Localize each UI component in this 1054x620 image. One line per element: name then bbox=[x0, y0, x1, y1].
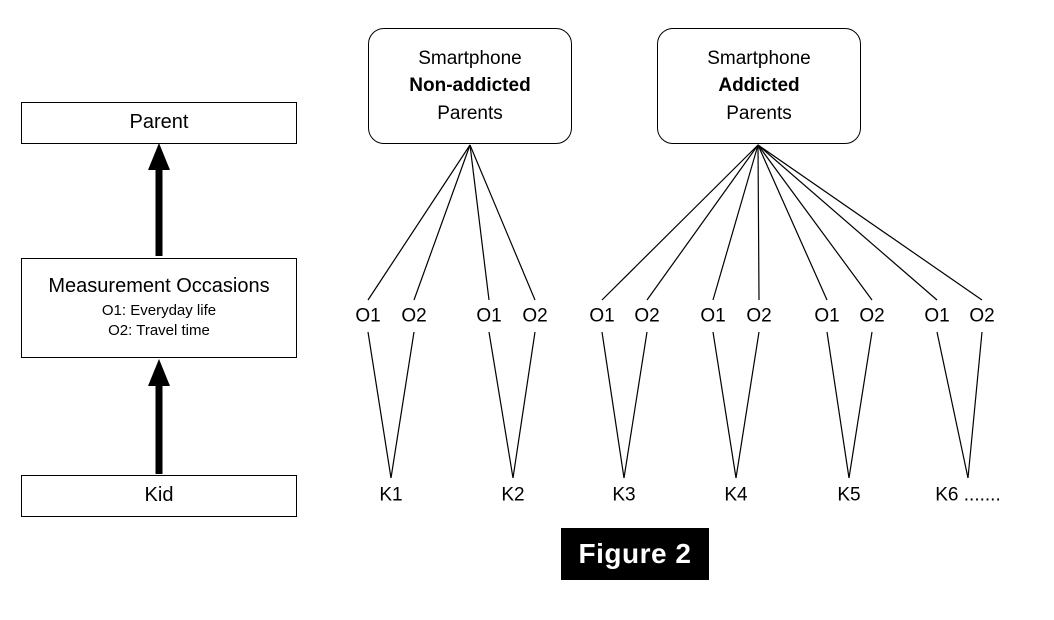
fan-line-addicted-K5-O2 bbox=[757, 144, 873, 301]
figure-caption: Figure 2 bbox=[561, 528, 709, 580]
kid-line-K2-O1 bbox=[488, 331, 514, 479]
kid-line-K5-O2 bbox=[848, 331, 873, 479]
kid-line-K1-O1 bbox=[367, 331, 392, 479]
kid-line-K3-O1 bbox=[601, 331, 625, 479]
kid-box: Kid bbox=[21, 475, 297, 517]
group-non-addicted-line3: Parents bbox=[437, 102, 503, 124]
fan-line-non-addicted-K1-O2 bbox=[413, 144, 471, 301]
measurement-occasions-title: Measurement Occasions bbox=[48, 275, 270, 298]
measurement-occasions-box: Measurement Occasions O1: Everyday life … bbox=[21, 258, 297, 358]
fan-line-non-addicted-K2-O1 bbox=[469, 144, 490, 301]
kid-to-measurement-arrowhead bbox=[148, 359, 170, 386]
measurement-to-parent-arrowhead bbox=[148, 143, 170, 170]
kid-line-K5-O1 bbox=[826, 331, 850, 479]
occasion-label-K5-O2: O2 bbox=[859, 305, 885, 327]
occasion-label-K2-O1: O1 bbox=[476, 305, 502, 327]
occasion-label-K4-O2: O2 bbox=[746, 305, 772, 327]
occasion-label-K6-O2: O2 bbox=[969, 305, 995, 327]
kid-box-title: Kid bbox=[144, 484, 174, 507]
fan-line-non-addicted-K2-O2 bbox=[469, 144, 536, 301]
occasion-label-K1-O2: O2 bbox=[401, 305, 427, 327]
group-box-addicted: Smartphone Addicted Parents bbox=[657, 28, 861, 144]
group-addicted-line1: Smartphone bbox=[707, 47, 811, 69]
fan-line-addicted-K6-O1 bbox=[757, 144, 938, 301]
fan-line-addicted-K4-O2 bbox=[757, 144, 760, 301]
fan-line-addicted-K6-O2 bbox=[757, 144, 983, 301]
occasion-label-K4-O1: O1 bbox=[700, 305, 726, 327]
kid-label-K1: K1 bbox=[379, 484, 403, 506]
kid-line-K6-O1 bbox=[936, 331, 969, 479]
group-non-addicted-line2: Non-addicted bbox=[409, 75, 531, 97]
kid-line-K4-O2 bbox=[735, 331, 760, 479]
occasion-label-K1-O1: O1 bbox=[355, 305, 381, 327]
fan-line-addicted-K4-O1 bbox=[712, 144, 759, 301]
kid-line-K1-O2 bbox=[390, 331, 415, 479]
occasion-label-K5-O1: O1 bbox=[814, 305, 840, 327]
kid-line-K6-O2 bbox=[967, 331, 983, 479]
group-addicted-line3: Parents bbox=[726, 102, 792, 124]
fan-line-addicted-K3-O1 bbox=[601, 144, 759, 301]
occasion-o1-description: O1: Everyday life bbox=[101, 302, 217, 319]
parent-box: Parent bbox=[21, 102, 297, 144]
tree-connectors bbox=[367, 144, 983, 479]
group-box-non-addicted: Smartphone Non-addicted Parents bbox=[368, 28, 572, 144]
kid-line-K2-O2 bbox=[512, 331, 536, 479]
kid-line-K4-O1 bbox=[712, 331, 737, 479]
fan-line-non-addicted-K1-O1 bbox=[367, 144, 471, 301]
group-addicted-line2: Addicted bbox=[718, 75, 800, 97]
fan-line-addicted-K5-O1 bbox=[757, 144, 828, 301]
fan-line-addicted-K3-O2 bbox=[646, 144, 759, 301]
occasion-label-K2-O2: O2 bbox=[522, 305, 548, 327]
occasion-o2-description: O2: Travel time bbox=[108, 321, 210, 339]
kid-line-K3-O2 bbox=[623, 331, 648, 479]
occasion-label-K3-O1: O1 bbox=[589, 305, 615, 327]
occasion-label-K3-O2: O2 bbox=[634, 305, 660, 327]
kid-label-K2: K2 bbox=[501, 484, 525, 506]
kid-label-K5: K5 bbox=[837, 484, 861, 506]
parent-box-title: Parent bbox=[129, 111, 189, 134]
kid-label-K3: K3 bbox=[612, 484, 636, 506]
kid-label-K4: K4 bbox=[724, 484, 748, 506]
occasion-label-K6-O1: O1 bbox=[924, 305, 950, 327]
kid-label-K6: K6 ....... bbox=[935, 484, 1001, 506]
group-non-addicted-line1: Smartphone bbox=[418, 47, 522, 69]
